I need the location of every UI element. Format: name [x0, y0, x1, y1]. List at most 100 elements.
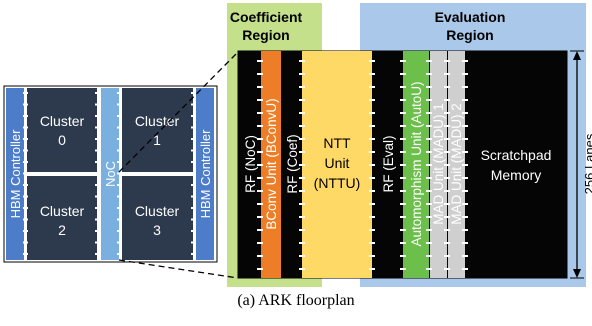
lane-tick [462, 203, 468, 205]
lane-tick [369, 60, 375, 62]
lane-tick [23, 103, 28, 106]
hbm-controller-left [6, 88, 24, 260]
lane-tick [95, 195, 100, 198]
lane-tick [369, 138, 375, 140]
cluster-detail: RF (NoC) BConv Unit (BConvU) RF (Coef) N… [237, 50, 568, 279]
lane-tick [426, 60, 432, 62]
lane-tick [191, 195, 196, 198]
lane-tick [117, 218, 122, 221]
rf-noc-label: RF (NoC) [243, 135, 258, 193]
lane-tick [257, 99, 263, 101]
ntt-unit-label-1: NTT [323, 135, 351, 151]
lane-tick [257, 86, 263, 88]
lane-tick [444, 242, 450, 244]
lane-tick [299, 229, 305, 231]
lane-tick [369, 203, 375, 205]
lane-tick [426, 203, 432, 205]
lane-tick [426, 229, 432, 231]
lane-tick [400, 203, 406, 205]
lane-tick [117, 172, 122, 175]
lane-tick [95, 92, 100, 94]
lane-tick [462, 177, 468, 179]
lane-tick [191, 207, 196, 209]
lane-tick [117, 115, 122, 117]
lane-tick [400, 190, 406, 192]
lane-markers-left [23, 92, 196, 255]
lane-tick [257, 242, 263, 244]
lane-tick [299, 177, 305, 179]
lane-tick [369, 125, 375, 127]
lane-tick [257, 112, 263, 114]
lane-tick [426, 125, 432, 127]
lane-tick [191, 115, 196, 117]
lane-tick [462, 190, 468, 192]
lane-tick [369, 164, 375, 166]
lane-tick [369, 99, 375, 101]
lane-tick [299, 203, 305, 205]
lane-tick [462, 242, 468, 244]
lane-tick [191, 184, 196, 186]
lane-tick [462, 112, 468, 114]
lane-tick [23, 92, 28, 94]
lane-tick [257, 164, 263, 166]
ntt-unit-label-3: (NTTU) [314, 175, 361, 191]
coefficient-region-subtitle: Region [242, 27, 289, 43]
lane-tick [426, 99, 432, 101]
lane-tick [299, 190, 305, 192]
cluster-3-id: 3 [153, 222, 161, 238]
lane-tick [444, 177, 450, 179]
lane-tick [23, 138, 28, 140]
bconv-unit-label: BConv Unit (BConvU) [264, 98, 279, 229]
coefficient-region-title: Coefficient [230, 9, 303, 25]
lane-tick [117, 230, 122, 232]
lane-tick [299, 242, 305, 244]
lane-tick [462, 73, 468, 75]
lane-tick [257, 177, 263, 179]
ntt-unit-block [302, 51, 372, 278]
lane-tick [444, 203, 450, 205]
lane-tick [299, 151, 305, 153]
cluster-0-label: Cluster [40, 113, 85, 129]
ntt-unit-label-2: Unit [325, 155, 350, 171]
lane-tick [23, 161, 28, 163]
hbm-controller-right-label: HBM Controller [198, 129, 213, 219]
lane-tick [400, 164, 406, 166]
lane-tick [191, 253, 196, 255]
lane-tick [257, 151, 263, 153]
lane-tick [257, 60, 263, 62]
lane-tick [426, 190, 432, 192]
lane-tick [426, 138, 432, 140]
lanes-indicator: 256 Lanes [570, 50, 592, 279]
lane-tick [444, 268, 450, 270]
lane-tick [462, 60, 468, 62]
lane-tick [95, 207, 100, 209]
lane-tick [426, 112, 432, 114]
lane-tick [117, 195, 122, 198]
scratchpad-label-1: Scratchpad [481, 147, 552, 163]
lane-tick [369, 73, 375, 75]
lane-tick [426, 164, 432, 166]
lane-tick [400, 99, 406, 101]
lane-tick [400, 242, 406, 244]
lane-tick [462, 125, 468, 127]
lane-tick [95, 149, 100, 152]
lane-tick [444, 229, 450, 231]
lane-tick [117, 126, 122, 129]
lane-tick [95, 241, 100, 244]
lane-tick [369, 86, 375, 88]
lanes-label: 256 Lanes [582, 133, 592, 194]
lane-tick [400, 125, 406, 127]
automorphism-unit-block [403, 51, 429, 278]
evaluation-region-subtitle: Region [446, 27, 493, 43]
lane-tick [444, 99, 450, 101]
lane-tick [299, 216, 305, 218]
lane-tick [444, 86, 450, 88]
cluster-0-id: 0 [58, 132, 66, 148]
cluster-3-label: Cluster [135, 203, 180, 219]
lane-tick [400, 229, 406, 231]
lane-tick [191, 241, 196, 244]
lanes-arrow-head-top [573, 51, 581, 60]
lane-tick [23, 218, 28, 221]
lane-markers-right [257, 60, 468, 270]
cluster-3 [122, 176, 193, 260]
